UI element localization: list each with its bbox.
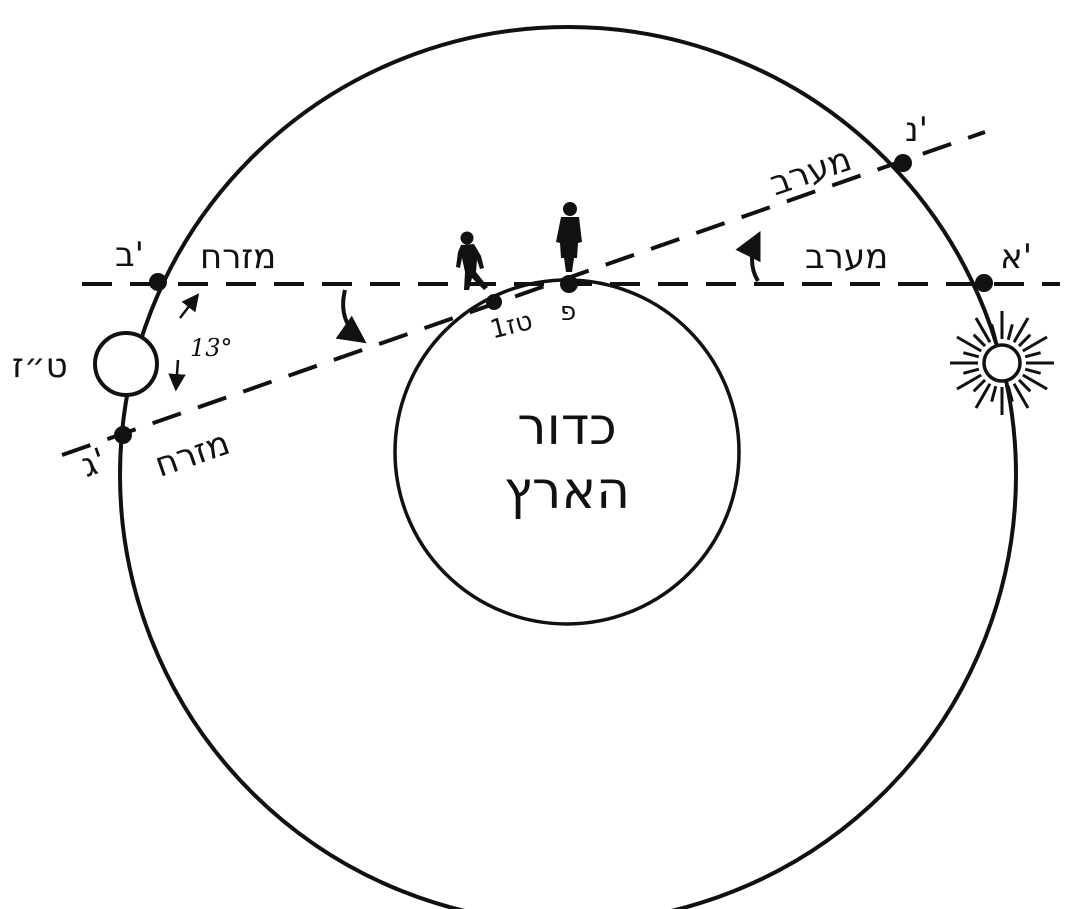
sun-ray [1008, 324, 1012, 339]
sun-ray [1025, 353, 1040, 357]
label-point-p: פ [560, 297, 576, 327]
point-a-dot [975, 274, 993, 292]
sun-ray [1019, 335, 1030, 346]
sun-ray [963, 353, 978, 357]
label-moon: ט״ז [12, 346, 68, 386]
standing-person-icon [556, 202, 582, 272]
walking-person-icon [456, 232, 488, 291]
sun-ray [992, 386, 996, 401]
point-n-dot [894, 154, 912, 172]
sun-icon [950, 311, 1054, 415]
label-point-n: נ' [905, 110, 928, 150]
point-p-dot [560, 275, 578, 293]
point-g-dot [114, 426, 132, 444]
label-point-a: א' [1000, 237, 1032, 277]
sun-ray [963, 369, 978, 373]
sun-ray [974, 380, 985, 391]
label-point-g: ג' [76, 440, 111, 485]
label-earth-line1: כדור [517, 397, 616, 457]
label-earth-line2: הארץ [504, 461, 630, 521]
point-b-dot [149, 273, 167, 291]
label-east-g: מזרח [150, 423, 235, 486]
label-point-b: ב' [115, 235, 144, 275]
sun-ray [1025, 369, 1040, 373]
angle-arrow-up [180, 296, 197, 318]
moon-disc [95, 333, 157, 395]
point-tz-dot [486, 294, 502, 310]
sun-ray [992, 324, 996, 339]
sun-ray [1019, 380, 1030, 391]
right-angle-arc-arrow [752, 236, 758, 281]
label-angle-13: 13° [190, 334, 233, 362]
angle-arrow-down [176, 360, 178, 388]
left-angle-arc-arrow [343, 290, 362, 340]
label-point-tz: טז1 [487, 306, 535, 345]
label-west-a: מערב [805, 237, 888, 277]
sun-ray [974, 335, 985, 346]
label-east-b: מזרח [200, 237, 276, 277]
